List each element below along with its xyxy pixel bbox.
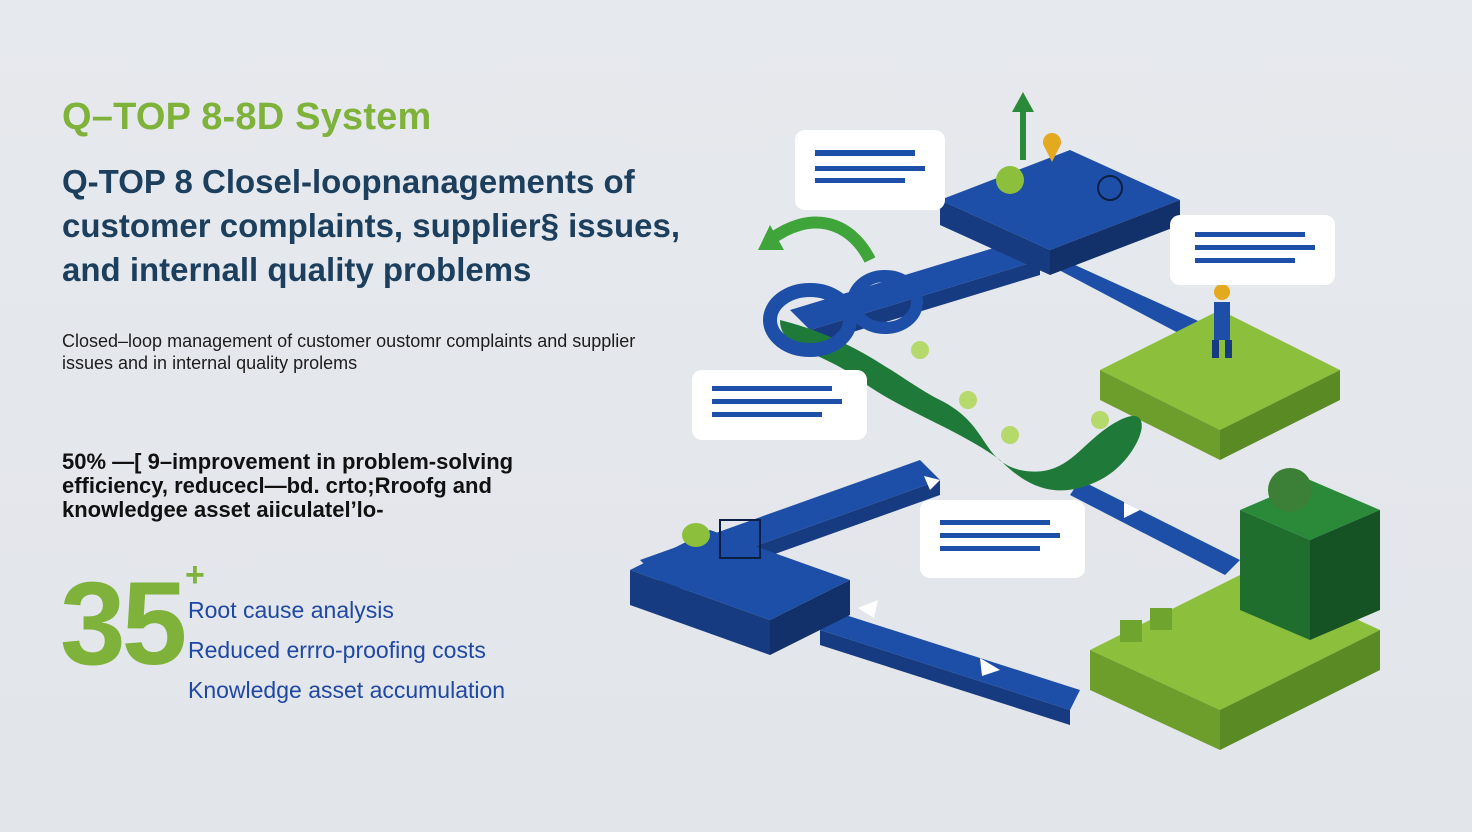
big-number: 35 bbox=[60, 558, 187, 690]
headline: Q-TOP 8 Closel-loopnanagements of custom… bbox=[62, 163, 681, 288]
callout-card bbox=[795, 130, 945, 210]
benefit-item: Root cause analysis bbox=[188, 597, 394, 623]
curved-arrow-icon bbox=[758, 216, 876, 263]
text-panel: Q–TOP 8-8D System Q-TOP 8 Closel-loopnan… bbox=[60, 96, 681, 710]
process-illustration bbox=[630, 92, 1380, 750]
cycle-ring-icon bbox=[763, 270, 923, 357]
green-platform bbox=[1100, 310, 1340, 460]
big-number-plus: + bbox=[185, 556, 205, 594]
system-title: Q–TOP 8-8D System bbox=[62, 96, 432, 138]
top-platform bbox=[940, 150, 1180, 275]
arrow-icon bbox=[858, 476, 1140, 676]
green-flow bbox=[780, 320, 1142, 491]
location-pin-icon bbox=[1043, 133, 1061, 162]
factory-platform bbox=[1090, 468, 1380, 750]
stat-block: 50% —[ 9–improvement in problem-solving … bbox=[62, 449, 514, 522]
up-arrow-icon bbox=[1012, 92, 1034, 160]
left-platform bbox=[630, 519, 850, 655]
benefit-item: Knowledge asset accumulation bbox=[188, 677, 506, 703]
worker-figure-icon bbox=[1212, 284, 1232, 358]
callout-card bbox=[920, 500, 1085, 578]
summary-text: Closed–loop management of customer ousto… bbox=[62, 331, 636, 373]
benefit-item: Reduced errro-proofing costs bbox=[188, 637, 486, 663]
callout-card bbox=[1170, 215, 1335, 285]
benefit-list: Root cause analysis Reduced errro-proofi… bbox=[188, 590, 505, 710]
callout-card bbox=[692, 370, 867, 440]
